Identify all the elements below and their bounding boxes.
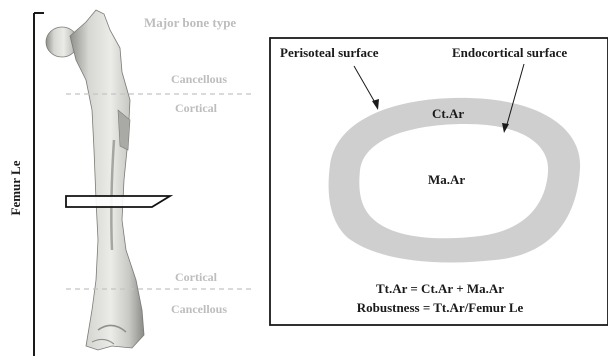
total-area-formula: Tt.Ar = Ct.Ar + Ma.Ar — [376, 281, 504, 296]
upper-cortical-label: Cortical — [175, 101, 218, 115]
periosteal-surface-label: Perisoteal surface — [280, 45, 379, 60]
marrow-area-label: Ma.Ar — [428, 172, 465, 187]
upper-cancellous-label: Cancellous — [171, 72, 227, 86]
robustness-formula: Robustness = Tt.Ar/Femur Le — [357, 300, 524, 315]
cortical-area-label: Ct.Ar — [432, 106, 464, 121]
lower-cancellous-label: Cancellous — [171, 302, 227, 316]
endocortical-surface-label: Endocortical surface — [452, 45, 567, 60]
lower-cortical-label: Cortical — [175, 270, 218, 284]
section-plane — [66, 196, 170, 207]
length-bracket — [34, 13, 44, 356]
femur-length-label: Femur Le — [8, 160, 23, 215]
major-bone-type-label: Major bone type — [144, 15, 236, 30]
femur-bone-image — [46, 10, 144, 350]
